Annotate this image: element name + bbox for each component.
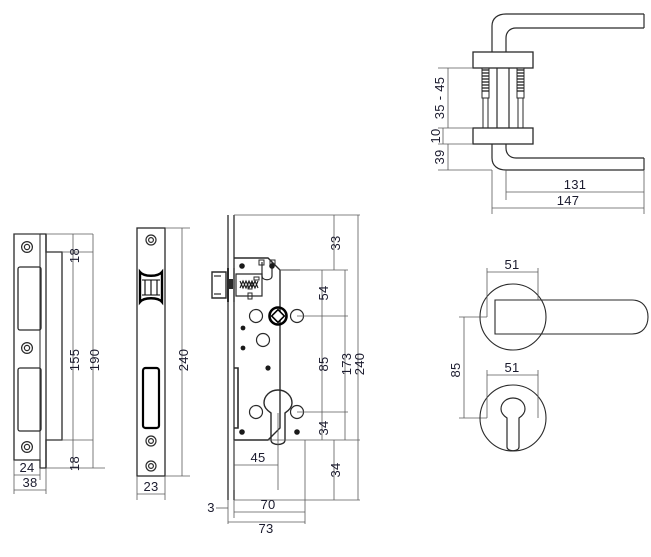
- faceplate-screw-hole-middle: [145, 435, 157, 447]
- handle-side-dimension-labels: 35 - 45 10 39 131 147: [428, 77, 586, 208]
- strike-plate-slot-lower: [17, 367, 42, 432]
- label-173: 173: [339, 353, 354, 376]
- latch-spring: [239, 279, 259, 290]
- label-45: 45: [250, 450, 265, 465]
- faceplate-dimension-labels: 240 23: [143, 349, 191, 494]
- lock-screw-dot-7: [294, 429, 300, 435]
- lock-body-dimension-labels: 33 54 85 173 240 34 34 45 3 70 73: [207, 235, 367, 536]
- label-155: 155: [67, 349, 82, 372]
- latch-stop-block: [253, 276, 260, 281]
- handle-fixing-screw-right: [516, 67, 525, 129]
- faceplate-deadbolt-slot: [141, 366, 161, 430]
- label-24: 24: [19, 460, 34, 475]
- view-faceplate: [136, 227, 166, 477]
- handle-side-dimensions: [438, 67, 645, 214]
- latch-tongue: [229, 279, 233, 289]
- rose-cylinder-dimensions: [486, 370, 539, 418]
- handle-lower-rose-plate: [472, 127, 534, 145]
- lock-screw-dot-2: [269, 263, 275, 269]
- label-39: 39: [432, 149, 447, 164]
- lock-body-dimensions: [216, 214, 360, 524]
- faceplate-dimensions: [136, 227, 190, 500]
- label-10: 10: [428, 128, 443, 143]
- label-240-faceplate: 240: [176, 349, 191, 372]
- label-35-45: 35 - 45: [432, 77, 447, 120]
- spindle-follower-hole: [268, 306, 288, 326]
- lock-screw-dot-3: [240, 325, 246, 331]
- lock-case-outline: [234, 257, 281, 441]
- latch-housing: [235, 273, 263, 297]
- label-34-upper: 34: [316, 420, 331, 435]
- handle-lower-lever-inner: [505, 144, 644, 159]
- lock-port-lower: [247, 292, 253, 300]
- label-33: 33: [328, 235, 343, 250]
- faceplate-screw-hole-top: [145, 234, 157, 246]
- strike-plate-screw-hole-top: [21, 241, 34, 254]
- handle-upper-lever-inner: [505, 27, 644, 52]
- label-73: 73: [258, 521, 273, 536]
- strike-plate-screw-hole-bottom: [21, 441, 34, 454]
- rose-lever-dimension-labels: 51 85: [448, 257, 519, 378]
- lock-bolt-guide: [234, 367, 239, 429]
- view-rose-cylinder: [479, 384, 547, 452]
- faceplate-screw-hole-bottom: [145, 460, 157, 472]
- faceplate-latch-opening: [138, 268, 164, 306]
- label-3: 3: [207, 500, 215, 515]
- view-lock-body: [211, 215, 305, 500]
- label-54: 54: [316, 285, 331, 300]
- label-85-body: 85: [316, 356, 331, 371]
- label-18-top: 18: [67, 248, 82, 263]
- label-34-lower: 34: [328, 462, 343, 477]
- label-38: 38: [22, 475, 37, 490]
- lock-through-hole-centre: [255, 332, 271, 348]
- label-23: 23: [143, 479, 158, 494]
- strike-plate-slot-upper: [17, 266, 42, 331]
- lock-port-upper: [247, 282, 253, 290]
- strike-plate-dimensions: [13, 233, 105, 494]
- handle-upper-rose-plate: [472, 51, 534, 69]
- label-190: 190: [87, 349, 102, 372]
- label-85-rose: 85: [448, 362, 463, 377]
- latch-bolt-head: [211, 271, 227, 299]
- rose-lever-dimensions: [459, 268, 539, 419]
- label-51-top: 51: [504, 257, 519, 272]
- view-handle-side: [472, 13, 645, 171]
- handle-lower-lever-outer: [491, 144, 644, 171]
- handle-fixing-screw-left: [481, 67, 490, 129]
- rose-lever-arm: [494, 299, 649, 335]
- handle-upper-lever-outer: [491, 13, 644, 52]
- label-131: 131: [564, 177, 587, 192]
- strike-plate-screw-hole-middle: [21, 342, 34, 355]
- lock-top-slot-tab-left: [258, 259, 265, 266]
- rose-cylinder-dimension-labels: 51: [504, 360, 519, 375]
- spindle-square: [270, 308, 286, 324]
- euro-keyhole-profile: [500, 397, 526, 452]
- label-147: 147: [557, 193, 580, 208]
- lock-screw-dot-4: [240, 345, 246, 351]
- lock-screw-dot-5: [265, 365, 271, 371]
- strike-plate-dimension-labels: 18 155 190 18 24 38: [19, 248, 102, 490]
- faceplate-outline: [136, 227, 166, 477]
- label-18-bottom: 18: [67, 456, 82, 471]
- label-240-body: 240: [352, 353, 367, 376]
- lock-top-slot: [261, 262, 273, 281]
- lock-screw-dot-1: [239, 263, 245, 269]
- lock-screw-dot-6: [239, 429, 245, 435]
- label-51-bottom: 51: [504, 360, 519, 375]
- lock-through-hole-left-upper: [248, 308, 264, 324]
- latch-bolt-assembly: [211, 268, 263, 302]
- lock-through-hole-left-lower: [248, 404, 264, 420]
- label-70: 70: [260, 497, 275, 512]
